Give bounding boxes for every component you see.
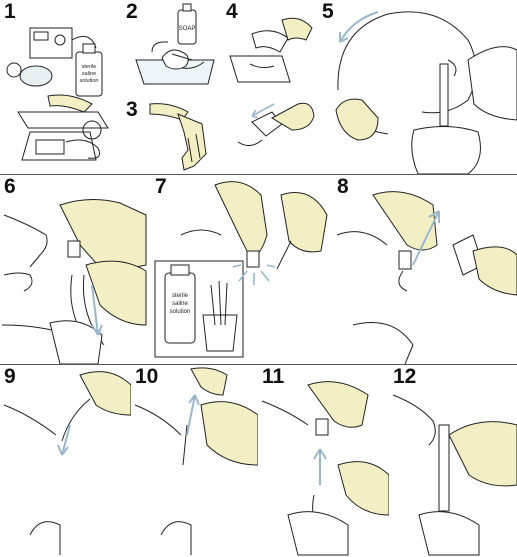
- step-number: 4: [226, 0, 238, 23]
- step-11-panel: 11: [258, 365, 389, 557]
- step-number: 10: [135, 365, 159, 388]
- step-2-panel: 2 SOAP: [122, 0, 222, 98]
- cleaning-tube-illustration: sterile saline solution: [154, 181, 328, 358]
- inserting-suction-catheter-illustration: [3, 371, 131, 555]
- step-6-panel: 6: [0, 175, 150, 364]
- reinserting-cannula-illustration: [336, 191, 517, 364]
- step-number: 7: [155, 175, 167, 198]
- step-3-panel: 3: [122, 98, 222, 174]
- opening-catheter-kit-illustration: [229, 17, 315, 146]
- step-number: 3: [126, 98, 138, 121]
- step-number: 6: [4, 175, 16, 198]
- removing-inner-cannula-illustration: [1, 199, 147, 364]
- bottle-label-line1: sterile: [82, 64, 97, 70]
- suction-equipment-illustration: sterile saline solution: [6, 27, 109, 161]
- step-7-panel: 7 sterile saline solution: [151, 175, 332, 364]
- putting-on-gloves-illustration: [149, 103, 207, 171]
- step-12-panel: 12: [389, 365, 517, 557]
- removing-catheter-illustration: [261, 381, 389, 556]
- soap-label: SOAP: [179, 26, 196, 32]
- step-number: 5: [322, 0, 334, 23]
- positioning-head-illustration: [335, 11, 517, 174]
- bottle-label-line2: saline: [172, 301, 188, 307]
- withdrawing-catheter-illustration: [134, 367, 258, 555]
- bottle-label-line3: solution: [170, 309, 191, 315]
- step-8-panel: 8: [333, 175, 517, 364]
- step-number: 1: [4, 0, 16, 23]
- bottle-label-line3: solution: [80, 78, 99, 84]
- step-9-panel: 9: [0, 365, 131, 557]
- step-number: 12: [393, 365, 417, 388]
- bottle-label-line1: sterile: [172, 293, 189, 299]
- step-number: 8: [337, 175, 349, 198]
- securing-tube-illustration: [392, 394, 517, 556]
- bottle-label-line2: saline: [82, 71, 96, 77]
- step-number: 9: [4, 365, 16, 388]
- row-divider-2: [0, 364, 517, 365]
- step-number: 2: [126, 0, 138, 23]
- handwashing-illustration: SOAP: [135, 3, 215, 85]
- row-divider-1: [0, 174, 517, 175]
- step-1-panel: 1 sterile saline solution: [0, 0, 122, 174]
- step-number: 11: [262, 365, 285, 388]
- step-4-panel: 4: [222, 0, 318, 174]
- step-5-panel: 5: [318, 0, 517, 174]
- step-10-panel: 10: [131, 365, 258, 557]
